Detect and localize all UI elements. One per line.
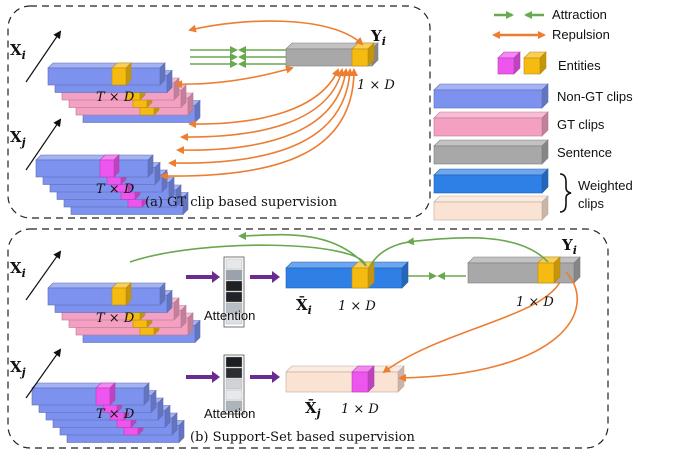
legend-sentence-label: Sentence [557,145,612,160]
panel-b-video-j-entity [95,382,116,406]
panel-a-dim-td-1: T × D [96,90,135,105]
attention-map-1 [223,256,245,328]
panel-b-attraction-join [369,241,412,267]
panel-b-video-j [31,382,185,444]
panel-a-time-arrow-j [25,118,62,171]
panel-b-dim-1d-y: 1 × D [516,295,554,310]
panel-b-caption: (b) Support-Set based supervision [190,430,415,445]
legend-weighted-label-1: Weighted [578,178,633,193]
panel-a-xj-label: Xj [10,128,26,149]
legend-gt-label: GT clips [557,117,605,132]
panel-a-video-j-clip [35,154,154,178]
legend-swatch-sentence [433,139,549,165]
legend-repulsion-label: Repulsion [552,27,610,42]
panel-b-attraction-top-right [406,236,549,263]
panel-a-repulsion-j2 [180,68,345,142]
panel-b-video-i-entity [111,282,132,306]
panel-b-video-i-clip [47,282,166,306]
panel-b-video-i [47,282,201,344]
legend-entity-magenta [497,51,521,75]
panel-b-frame [7,228,609,449]
panel-a-repulsion-top [188,20,364,46]
panel-b-dim-1d-xi: 1 × D [338,299,376,314]
panel-b-dim-td-1: T × D [96,311,135,326]
panel-a-sentence-entity [351,42,375,67]
panel-a-video-i-entity [111,62,132,86]
panel-b-attraction-top-left-tail [129,244,367,267]
panel-b-dim-td-2: T × D [96,407,135,422]
panel-b-weighted-xi [285,261,409,289]
panel-a-repulsion-j5 [160,68,358,181]
panel-b-time-arrow-j [25,348,62,399]
legend-swatch-weighted-pale [433,195,549,221]
legend-entity-yellow [523,51,547,75]
attention-label-1: Attention [204,308,255,323]
panel-a-video-j-entity [99,154,120,178]
panel-b-xi-label: Xi [10,259,26,280]
attention-map-2 [223,354,245,415]
panel-b-attention-arrow-out-1-head [272,271,280,283]
panel-b-repulsion-right [398,271,578,382]
panel-a-yi-label: Yi [370,27,386,48]
legend-swatch-nongt [433,83,549,109]
panel-b-attention-arrow-in-2-head [212,371,220,383]
panel-a-repulsion-j1 [188,68,340,129]
legend-attraction-label: Attraction [552,7,607,22]
panel-b-xj-label: Xj [10,358,26,379]
panel-b-xbar-j-label: X̄j [305,398,321,420]
panel-b-attraction-top-left [238,231,367,267]
panel-b-sentence-entity [537,256,561,284]
panel-a-dim-td-2: T × D [96,182,135,197]
panel-b-weighted-xj-entity [351,365,375,393]
legend-weighted-label-2: clips [578,196,605,211]
panel-b-time-arrow-i [25,250,62,301]
panel-a-repulsion-j3 [176,68,350,155]
panel-b-video-j-clip [31,382,150,406]
panel-b-dim-1d-xj: 1 × D [341,402,379,417]
legend-swatch-weighted [433,168,549,194]
panel-a-dim-1d: 1 × D [357,78,395,93]
panel-a-caption: (a) GT clip based supervision [145,195,338,210]
panel-a-time-arrow-i [25,30,62,83]
legend-swatch-gt [433,111,549,137]
panel-b-xbar-i-label: X̄i [296,295,312,317]
panel-a-video-i-clip [47,62,166,86]
panel-b-repulsion-diag [382,281,561,374]
panel-b-yi-label: Yi [561,236,577,257]
legend-entities-label: Entities [558,58,601,73]
panel-a-repulsion-a1 [174,65,294,89]
panel-b-sentence-yi [467,256,581,284]
legend-weighted-brace [559,173,572,213]
legend-nongt-label: Non-GT clips [557,89,633,104]
panel-b-attention-arrow-out-2-head [272,371,280,383]
panel-b-attention-arrow-in-1-head [212,271,220,283]
panel-a-xi-label: Xi [10,41,26,62]
panel-a-video-j [35,154,189,216]
panel-a-frame [7,5,431,219]
attention-label-2: Attention [204,406,255,421]
